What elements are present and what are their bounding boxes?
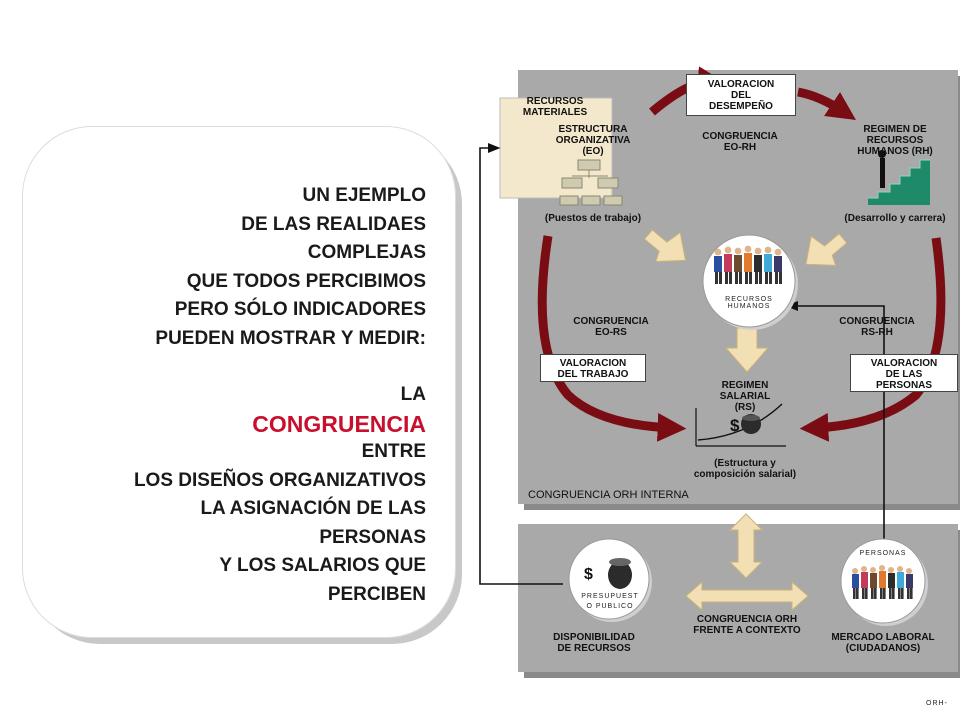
intro-panel	[22, 126, 456, 638]
footer-code: ORH-	[926, 700, 948, 707]
intro-line: LA ASIGNACIÓN DE LAS	[200, 498, 426, 519]
congruencia-contexto: CONGRUENCIA ORH FRENTE A CONTEXTO	[678, 614, 816, 636]
coins-icon	[741, 414, 761, 434]
intro-line: Y LOS SALARIOS QUE	[219, 555, 426, 576]
valoracion-personas-box: VALORACION DE LAS PERSONAS	[850, 354, 958, 392]
coin-stack-icon	[608, 558, 632, 589]
estructura-title: ESTRUCTURA ORGANIZATIVA (EO)	[528, 124, 658, 157]
intro-line: DE LAS REALIDAES	[241, 213, 426, 235]
label-line: (CIUDADANOS)	[845, 643, 921, 654]
valoracion-desempeno-box: VALORACION DEL DESEMPEÑO	[686, 74, 796, 116]
intro-line: UN EJEMPLO	[302, 185, 426, 206]
arrow-right-loop	[799, 237, 946, 442]
label-line: O PUBLICO	[586, 603, 634, 610]
recursos-materiales-label: RECURSOS MATERIALES	[506, 96, 604, 118]
label-line: REGIMEN DE	[863, 124, 927, 135]
label-line: DEL	[731, 90, 751, 101]
recursos-humanos-label: RECURSOS HUMANOS	[714, 296, 784, 310]
intro-highlight: CONGRUENCIA	[252, 410, 426, 437]
label-line: CONGRUENCIA	[702, 131, 778, 142]
arrow-left-loop	[537, 235, 687, 442]
label-line: RS-RH	[861, 327, 893, 338]
org-chart-icon	[559, 159, 623, 206]
label-line: CONGRUENCIA ORH	[696, 614, 798, 625]
label-line: EO-RS	[595, 327, 627, 338]
cream-arrow-vertical	[728, 513, 764, 579]
label-line: HUMANOS (RH)	[857, 146, 933, 157]
intro-line: PERSONAS	[319, 526, 426, 548]
dollar-sign: $	[730, 416, 740, 435]
dollar-sign: $	[584, 566, 593, 583]
intro-line: QUE TODOS PERCIBIMOS	[186, 270, 426, 292]
intro-line: COMPLEJAS	[307, 242, 426, 263]
people-icon	[714, 245, 782, 284]
recursos-materiales-card	[499, 97, 613, 199]
estructura-caption: (Puestos de trabajo)	[544, 213, 642, 224]
label-line: DESEMPEÑO	[709, 101, 773, 112]
label-line: SALARIAL	[719, 391, 771, 402]
label-line: DE LAS	[885, 369, 923, 380]
label-line: HUMANOS	[727, 303, 771, 310]
label-line: CONGRUENCIA	[839, 316, 915, 327]
regimen-rh-title: REGIMEN DE RECURSOS HUMANOS (RH)	[834, 124, 956, 157]
label-line: MATERIALES	[522, 107, 588, 118]
label-line: ORGANIZATIVA	[555, 135, 631, 146]
disponibilidad-caption: DISPONIBILIDAD DE RECURSOS	[532, 632, 656, 654]
label-line: VALORACION	[707, 79, 775, 90]
intro-line: PERO SÓLO INDICADORES	[174, 299, 426, 320]
label-line: RECURSOS	[866, 135, 924, 146]
label-line: MERCADO LABORAL	[831, 632, 935, 643]
intro-line: LOS DISEÑOS ORGANIZATIVOS	[133, 469, 426, 491]
people-icon-market	[852, 565, 913, 599]
intro-line: ENTRE	[361, 441, 426, 462]
congruencia-eo-rs: CONGRUENCIA EO-RS	[556, 316, 666, 338]
label-line: composición salarial)	[693, 469, 797, 480]
cream-arrow-to-rh	[805, 233, 848, 266]
label-line: ESTRUCTURA	[558, 124, 628, 135]
intro-la: LA	[400, 384, 426, 405]
label-line: CONGRUENCIA	[573, 316, 649, 327]
connector-mercado-rrhh	[785, 300, 885, 560]
regimen-rh-caption: (Desarrollo y carrera)	[844, 213, 946, 224]
label-line: (Estructura y	[714, 458, 776, 469]
cream-arrow-to-eo	[643, 229, 687, 263]
cream-arrow-horizontal	[685, 580, 809, 612]
connector-presupuesto-materiales	[479, 142, 563, 585]
presupuesto-label: PRESUPUEST O PUBLICO	[570, 592, 650, 612]
label-line: FRENTE A CONTEXTO	[693, 625, 801, 636]
label-line: (EO)	[582, 146, 604, 157]
personas-label: PERSONAS	[859, 550, 907, 557]
label-line: VALORACION	[870, 358, 938, 369]
congruencia-rs-rh: CONGRUENCIA RS-RH	[822, 316, 932, 338]
congruencia-eo-rh: CONGRUENCIA EO-RH	[680, 131, 800, 153]
label-line: DISPONIBILIDAD	[553, 632, 635, 643]
valoracion-trabajo-box: VALORACION DEL TRABAJO	[540, 354, 646, 382]
regimen-salarial-title: REGIMEN SALARIAL (RS)	[680, 380, 810, 413]
label-line: PRESUPUEST	[581, 593, 639, 600]
label-line: (RS)	[734, 402, 756, 413]
label-line: DE RECURSOS	[557, 643, 631, 654]
label-line: RECURSOS	[526, 96, 584, 107]
label-line: VALORACION	[559, 358, 627, 369]
intro-line: PERCIBEN	[327, 583, 426, 605]
label-line: RECURSOS	[725, 296, 773, 303]
mercado-caption: MERCADO LABORAL (CIUDADANOS)	[808, 632, 958, 654]
cream-arrow-to-rs	[724, 327, 770, 373]
intro-line: PUEDEN MOSTRAR Y MEDIR:	[155, 327, 426, 349]
label-line: PERSONAS	[875, 380, 933, 391]
arrow-top-right	[797, 87, 856, 120]
staircase-icon	[868, 150, 930, 205]
label-line: DEL TRABAJO	[557, 369, 629, 380]
label-line: EO-RH	[723, 142, 757, 153]
intro-text: UN EJEMPLO DE LAS REALIDAES COMPLEJAS QU…	[40, 182, 426, 609]
regimen-salarial-caption: (Estructura y composición salarial)	[680, 458, 810, 480]
congruencia-interna-label: CONGRUENCIA ORH INTERNA	[528, 489, 689, 501]
label-line: REGIMEN	[721, 380, 769, 391]
